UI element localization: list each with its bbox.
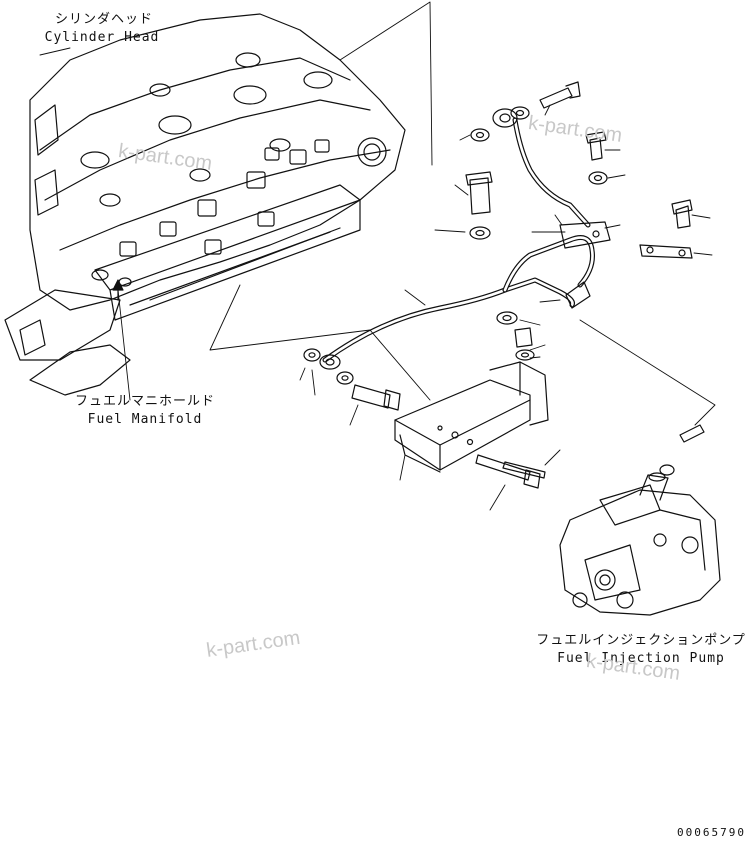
cylinder-head-label-en: Cylinder Head (44, 30, 160, 45)
fuel-injection-pump (559, 472, 721, 616)
manifold-arrow (112, 279, 124, 301)
fuel-manifold (394, 361, 549, 473)
cylinder-head (4, 13, 406, 396)
fuel-manifold-label-en: Fuel Manifold (87, 412, 203, 427)
injection-pump-label-en: Fuel Injection Pump (557, 651, 725, 666)
fuel-manifold-label-jp: フュエルマニホールド (74, 394, 215, 409)
fuel-tube-assembly (319, 108, 611, 370)
drawing-code: 00065790 (677, 826, 746, 839)
cylinder-head-label-jp: シリンダヘッド (54, 12, 153, 27)
injection-pump-label-jp: フュエルインジェクションポンプ (536, 633, 746, 648)
small-parts (303, 81, 705, 489)
callout-lines (117, 104, 716, 511)
cylinder-head-leader (39, 1, 433, 166)
